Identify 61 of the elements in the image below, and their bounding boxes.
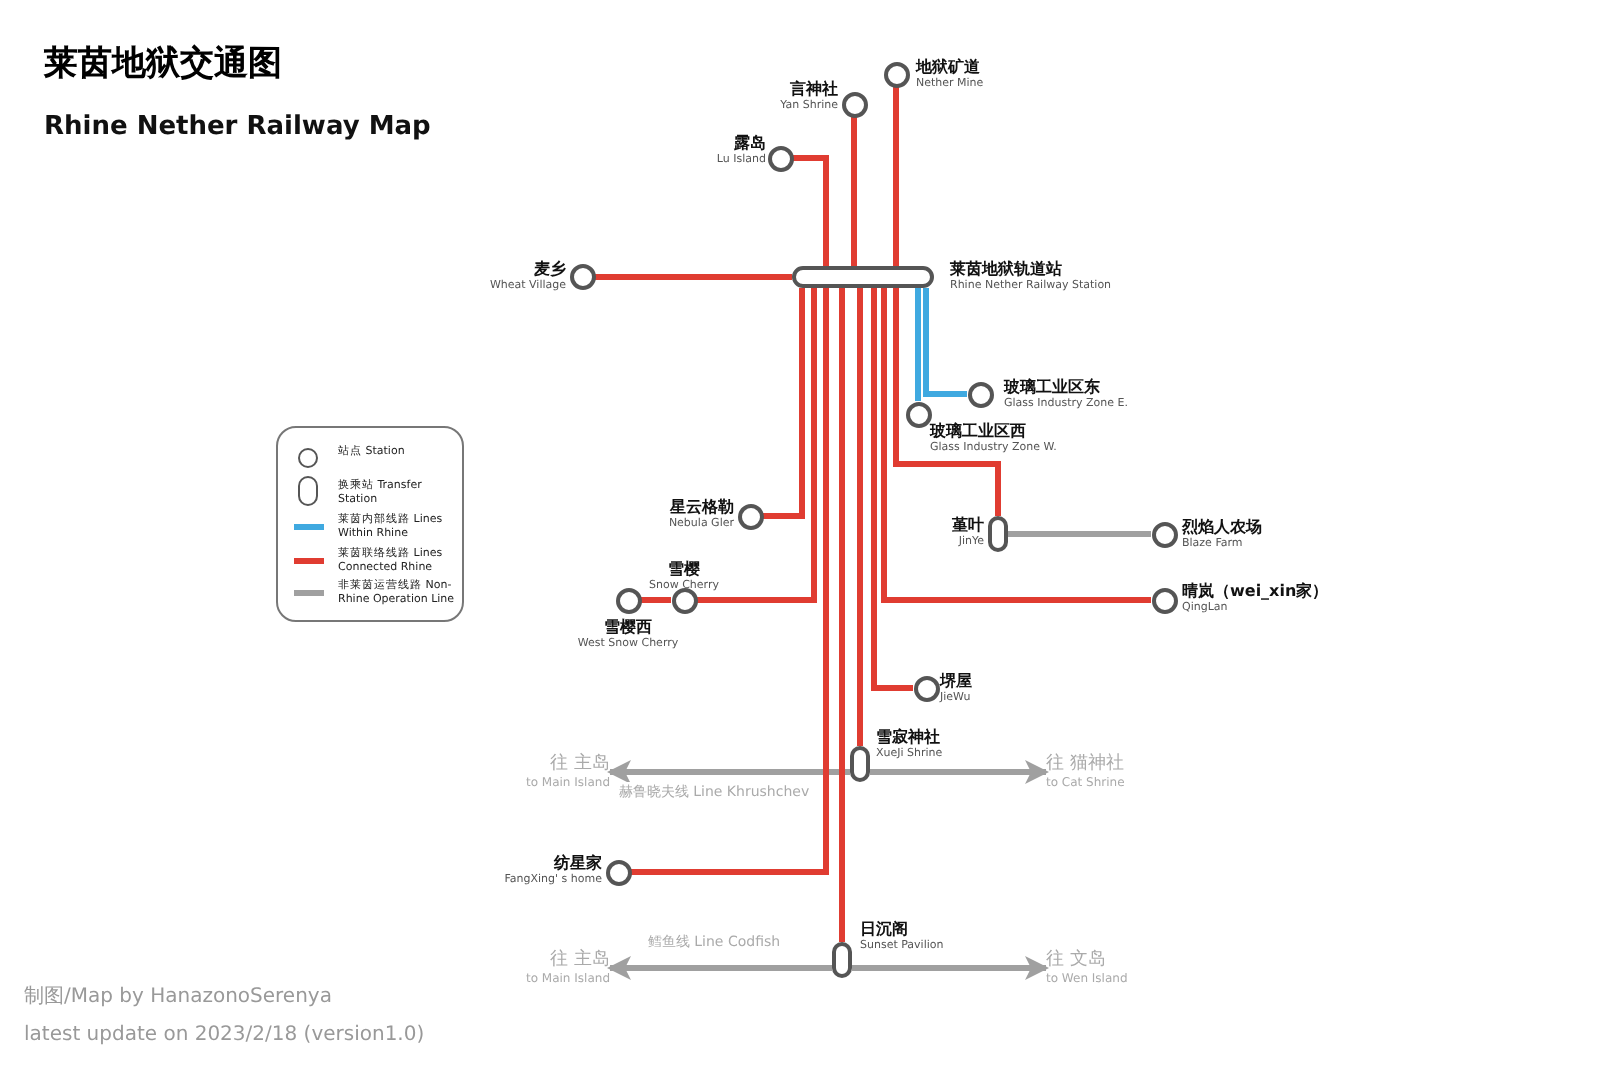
station-name: 雪樱 [666, 560, 702, 579]
transfer-station [850, 746, 870, 782]
station-circle [605, 859, 631, 885]
rail-line [893, 288, 1001, 516]
station-name: 纺星家 [552, 854, 602, 873]
station-circle [883, 61, 909, 87]
station-circle [767, 145, 793, 171]
station-name: 言神社 [788, 80, 838, 99]
rail-line [923, 288, 967, 397]
destination-label: 往 主岛 [548, 950, 610, 972]
rail-line [893, 87, 899, 266]
station-name: 雪寂神社 [876, 728, 942, 747]
rail-line [595, 274, 792, 280]
station-circle [569, 264, 595, 290]
station-circle [967, 381, 993, 407]
rail-line [763, 288, 805, 519]
rail-line [881, 288, 1151, 603]
station-name: 露岛 [732, 134, 766, 153]
station-name: 莱茵地狱轨道站 [950, 260, 1064, 279]
station-name: 麦乡 [532, 260, 566, 279]
station-circle [1151, 587, 1177, 613]
station-name: 星云格勒 [668, 498, 734, 517]
station-name: 雪樱西 [602, 618, 654, 637]
station-name: 玻璃工业区东 [1004, 378, 1102, 397]
station-name: 堺屋 [940, 672, 972, 691]
line-arrow [870, 760, 1049, 784]
station-circle [615, 587, 641, 613]
transfer-station [792, 266, 934, 288]
station-name: 晴岚（wei_xin家） [1182, 582, 1329, 601]
station-circle [913, 675, 939, 701]
update-note: latest update on 2023/2/18 (version1.0) [24, 1024, 425, 1046]
station-circle [671, 587, 697, 613]
station-circle [1151, 521, 1177, 547]
station-name: 地狱矿道 [916, 58, 982, 77]
map-subtitle: Rhine Nether Railway Map [44, 112, 431, 142]
rail-line [915, 288, 921, 401]
station-name: 堇叶 [952, 516, 984, 535]
map-title: 莱茵地狱交通图 [44, 42, 282, 86]
rail-line [793, 155, 829, 266]
destination-label: 往 猫神社 [1046, 754, 1125, 776]
station-name: 玻璃工业区西 [930, 422, 1028, 441]
station-circle [737, 503, 763, 529]
line-arrow [607, 956, 832, 980]
rail-line [857, 288, 863, 746]
station-circle [905, 401, 931, 427]
rail-line [839, 288, 845, 942]
station-circle [841, 91, 867, 117]
rail-line [641, 597, 671, 603]
line-arrow [607, 760, 850, 784]
credit-note: 制图/Map by HanazonoSerenya [24, 983, 332, 1010]
rail-line [697, 288, 817, 603]
rail-line [851, 117, 857, 266]
line-arrow [852, 956, 1049, 980]
rail-line [631, 288, 829, 875]
station-name: 烈焰人农场 [1182, 518, 1262, 538]
station-name: 日沉阁 [860, 920, 910, 939]
destination-label: 往 文岛 [1046, 950, 1108, 972]
transfer-station [988, 516, 1008, 552]
rail-line [871, 288, 913, 691]
destination-label: 往 主岛 [548, 754, 610, 776]
transfer-station [832, 942, 852, 978]
